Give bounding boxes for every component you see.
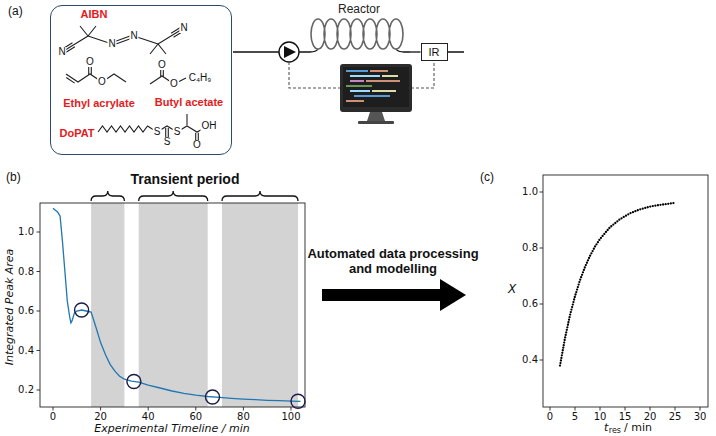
code-line xyxy=(350,90,370,92)
process-arrow xyxy=(322,279,466,311)
atom-label: O xyxy=(157,60,167,70)
panel-letter: (a) xyxy=(8,5,23,19)
reagent-name: DoPAT xyxy=(59,127,94,140)
curly-brace xyxy=(91,191,298,201)
tick-label: 0.6 xyxy=(522,298,538,310)
transient-band xyxy=(222,203,298,407)
tick-label: 0 xyxy=(50,411,56,423)
reagent-name: Butyl acetate xyxy=(155,96,223,109)
unit-label: IR xyxy=(429,46,440,59)
code-line xyxy=(354,95,390,97)
steady-state-marker xyxy=(75,303,89,317)
tick-label: 1.0 xyxy=(18,226,34,238)
axis-title: / min xyxy=(624,422,652,435)
code-line xyxy=(366,80,400,82)
flow-line xyxy=(410,51,421,52)
annotation: Transient period xyxy=(131,171,240,187)
tick-label: 0.2 xyxy=(18,384,34,396)
tick-label: 0.8 xyxy=(18,266,34,278)
axis-title: Integrated Peak Area xyxy=(4,249,17,366)
axis-ticks xyxy=(37,232,292,411)
ir-detector: IR xyxy=(421,43,448,62)
tick-label: 80 xyxy=(237,411,250,423)
code-line xyxy=(346,100,364,102)
atom-label: O xyxy=(169,79,179,89)
aibn-bonds xyxy=(75,26,171,54)
control-line xyxy=(289,58,434,88)
atom-label: C₄H₉ xyxy=(188,73,213,83)
panel-letter: (b) xyxy=(6,171,21,185)
reagent-name: Ethyl acrylate xyxy=(63,97,135,110)
tick-label: 0.6 xyxy=(18,305,34,317)
tick-label: 40 xyxy=(142,411,155,423)
atom-label: S xyxy=(163,137,172,147)
atom-label: S xyxy=(173,127,182,137)
tick-label: 30 xyxy=(694,411,707,423)
reactor-unit: Reactor xyxy=(308,2,410,56)
axis-subscript: res xyxy=(609,426,621,435)
tick-label: 60 xyxy=(189,411,202,423)
axis-ticks xyxy=(540,192,701,411)
steady-state-marker xyxy=(127,375,141,389)
atom-label: N xyxy=(179,23,188,33)
axis-title: t xyxy=(604,422,608,435)
monitor-base xyxy=(358,121,394,124)
tick-label: 0 xyxy=(547,411,553,423)
code-line xyxy=(350,75,380,77)
pump-arrow xyxy=(284,46,296,58)
atom-label: OH xyxy=(201,121,218,131)
code-line xyxy=(346,70,368,72)
plot-frame xyxy=(40,203,305,407)
pump-symbol xyxy=(279,42,299,62)
tick-label: 0.4 xyxy=(18,345,34,357)
code-line xyxy=(370,70,388,72)
aibn-nitrile-bonds xyxy=(61,26,185,54)
unit-label: Reactor xyxy=(338,3,380,17)
tick-label: 0.4 xyxy=(522,354,538,366)
data-curve xyxy=(53,208,301,401)
tick-label: 100 xyxy=(281,411,300,423)
code-line xyxy=(346,85,372,87)
atom-label: N xyxy=(129,31,138,41)
atom-label: S xyxy=(153,127,162,137)
code-line xyxy=(372,90,396,92)
tick-label: 25 xyxy=(669,411,682,423)
atom-label: O xyxy=(85,57,95,67)
arrow-caption: Automated data processing and modelling xyxy=(301,247,486,277)
steady-state-marker xyxy=(291,394,305,408)
reactor-coil xyxy=(311,19,403,49)
conversion-points xyxy=(560,203,675,366)
tick-label: 0.8 xyxy=(522,242,538,254)
atom-label: O xyxy=(192,140,202,150)
butyl-acetate-bonds xyxy=(150,65,186,84)
tick-label: 1.0 xyxy=(522,186,538,198)
code-line xyxy=(382,75,398,77)
code-line xyxy=(350,80,364,82)
tick-label: 20 xyxy=(94,411,107,423)
reagent-name: AIBN xyxy=(81,8,108,21)
monitor-frame xyxy=(340,64,412,112)
transient-band xyxy=(139,203,208,407)
plot-frame xyxy=(543,175,708,407)
axis-title: X xyxy=(508,283,516,297)
atom-label: O xyxy=(97,77,107,87)
axis-title: Experimental Timeline / min xyxy=(94,423,249,436)
tick-label: 5 xyxy=(572,411,578,423)
panel-letter: (c) xyxy=(480,171,494,185)
monitor-screen xyxy=(343,67,409,107)
monitor-stand xyxy=(367,112,385,121)
ethyl-acrylate-bonds xyxy=(66,62,126,83)
atom-label: N xyxy=(107,39,116,49)
steady-state-marker xyxy=(206,390,220,404)
atom-label: N xyxy=(57,47,66,57)
